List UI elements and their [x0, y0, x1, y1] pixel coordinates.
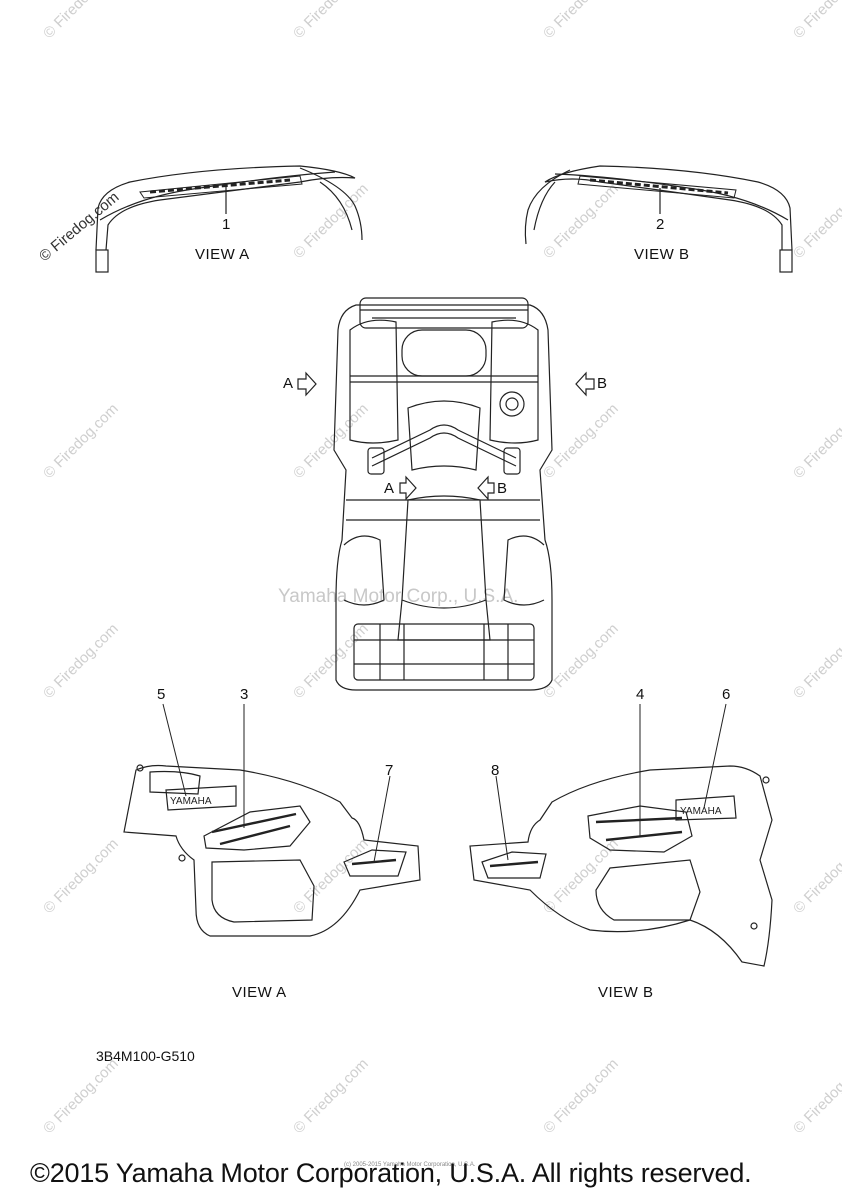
copyright-notice: ©2015 Yamaha Motor Corporation, U.S.A. A… [30, 1158, 752, 1188]
fine-print: (c) 2005-2015 Yamaha Motor Corporation, … [344, 1162, 476, 1168]
side-cover-right: YAMAHA [469, 765, 773, 967]
svg-text:YAMAHA: YAMAHA [680, 806, 722, 817]
leader-lines [162, 703, 727, 863]
view-label: VIEW A [232, 984, 287, 1001]
svg-text:YAMAHA: YAMAHA [170, 796, 212, 807]
arrow-label: B [597, 375, 608, 392]
callout-number: 5 [157, 686, 166, 703]
view-label: VIEW A [195, 246, 250, 263]
callout-number: 4 [636, 686, 645, 703]
callout-number: 1 [222, 216, 231, 233]
callout-number: 3 [240, 686, 249, 703]
callout-number: 8 [491, 762, 500, 779]
arrow-label: B [497, 480, 508, 497]
callout-number: 2 [656, 216, 665, 233]
center-watermark: Yamaha Motor Corp., U.S.A. [278, 586, 519, 607]
front-fender-right [524, 165, 793, 273]
atv-top-view [333, 297, 553, 691]
callout-number: 6 [722, 686, 731, 703]
arrow-b-inner [477, 475, 495, 501]
callout-number: 7 [385, 762, 394, 779]
arrow-a-inner [399, 475, 417, 501]
arrow-label: A [283, 375, 294, 392]
arrow-b-outer [575, 371, 595, 397]
view-label: VIEW B [598, 984, 654, 1001]
arrow-label: A [384, 480, 395, 497]
front-fender-left [95, 165, 363, 273]
arrow-a-outer [297, 371, 317, 397]
side-cover-left: YAMAHA [123, 764, 421, 937]
view-label: VIEW B [634, 246, 690, 263]
part-number: 3B4M100-G510 [96, 1048, 195, 1064]
